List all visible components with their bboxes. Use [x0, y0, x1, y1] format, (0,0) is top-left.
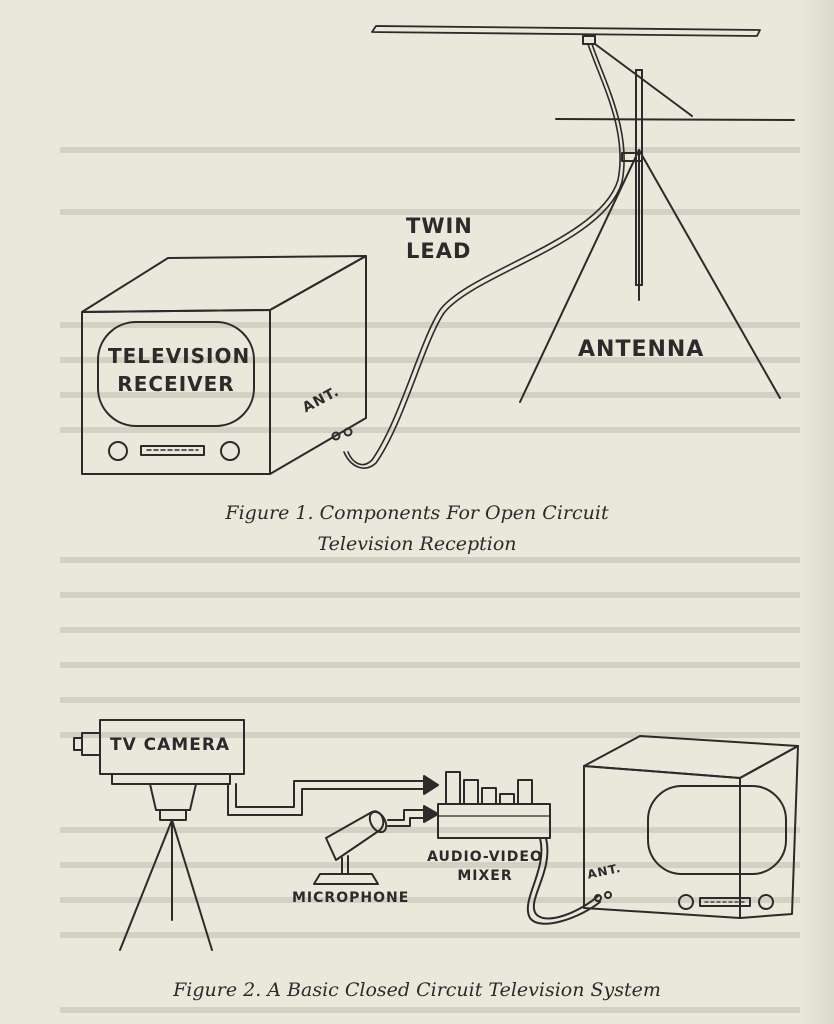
antenna-terminal: [331, 431, 341, 441]
figure-1-caption-line1: Figure 1. Components For Open Circuit: [225, 502, 609, 524]
monitor-knob-left: [678, 894, 694, 910]
antenna-drawing: [371, 25, 795, 403]
tv-knob-right: [220, 441, 240, 461]
figure-1-caption-line2: Television Reception: [317, 533, 517, 555]
monitor-antenna-terminal: [594, 894, 602, 902]
tv-screen: [97, 321, 255, 427]
audio-video-mixer-drawing: [437, 771, 601, 925]
audio-video-mixer-label: AUDIO-VIDEO MIXER: [427, 849, 543, 884]
microphone-drawing: [313, 805, 439, 885]
television-receiver-label: TELEVISION RECEIVER: [108, 344, 251, 396]
monitor-tuning-dial: [699, 897, 751, 907]
monitor-screen: [647, 785, 787, 875]
antenna-terminal: [343, 427, 353, 437]
tv-monitor-drawing: [583, 735, 799, 919]
television-receiver-cabinet: [81, 255, 367, 475]
monitor-antenna-terminal: [604, 891, 612, 899]
figure-2-caption: Figure 2. A Basic Closed Circuit Televis…: [173, 979, 661, 1001]
video-cable: [227, 775, 439, 816]
tv-camera-drawing: [73, 719, 245, 951]
microphone-label: MICROPHONE: [292, 890, 410, 906]
monitor-knob-right: [758, 894, 774, 910]
tv-tuning-dial: [140, 445, 205, 456]
twin-lead-cable: [343, 43, 625, 469]
tv-knob-left: [108, 441, 128, 461]
tv-camera-label: TV CAMERA: [110, 735, 231, 755]
antenna-label: ANTENNA: [578, 337, 705, 362]
twin-lead-label: TWIN LEAD: [406, 214, 473, 263]
